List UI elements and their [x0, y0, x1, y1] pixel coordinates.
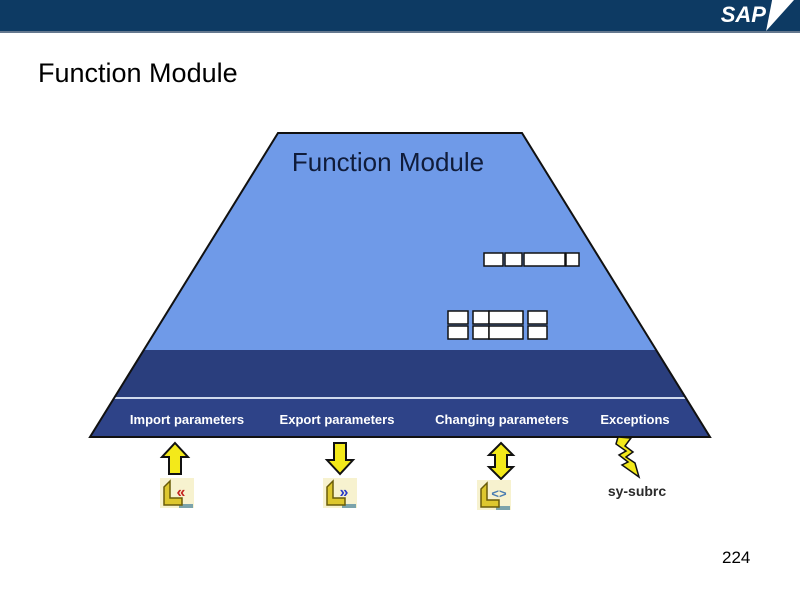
import-parameters-icon: « — [160, 478, 194, 508]
label-changing-parameters: Changing parameters — [435, 412, 569, 427]
export-down-arrow-icon — [324, 442, 356, 476]
trapezoid-outline — [88, 132, 712, 438]
label-import-parameters: Import parameters — [130, 412, 244, 427]
parameter-label-band — [90, 398, 710, 437]
changing-parameters-icon: <> — [477, 480, 511, 510]
sap-logo-slash-icon — [766, 0, 794, 31]
field-row-glyph — [483, 252, 580, 267]
trapezoid-title: Function Module — [292, 147, 484, 177]
label-exceptions: Exceptions — [600, 412, 669, 427]
function-module-diagram: Function Module Import parameters Export… — [88, 132, 712, 510]
page-title: Function Module — [38, 58, 238, 88]
import-glyph: « — [177, 484, 186, 501]
export-glyph: » — [340, 484, 349, 501]
changing-updown-arrow-icon — [486, 441, 516, 481]
page-number: 224 — [722, 548, 751, 567]
sy-subrc-label: sy-subrc — [608, 483, 667, 499]
sap-header-bar: SAP — [0, 0, 800, 33]
internal-table-glyph — [447, 310, 548, 340]
changing-glyph: <> — [491, 486, 507, 501]
label-export-parameters: Export parameters — [280, 412, 395, 427]
sap-logo: SAP — [720, 2, 766, 27]
export-parameters-icon: » — [323, 478, 357, 508]
import-up-arrow-icon — [159, 441, 191, 475]
exceptions-lightning-icon — [615, 436, 641, 479]
